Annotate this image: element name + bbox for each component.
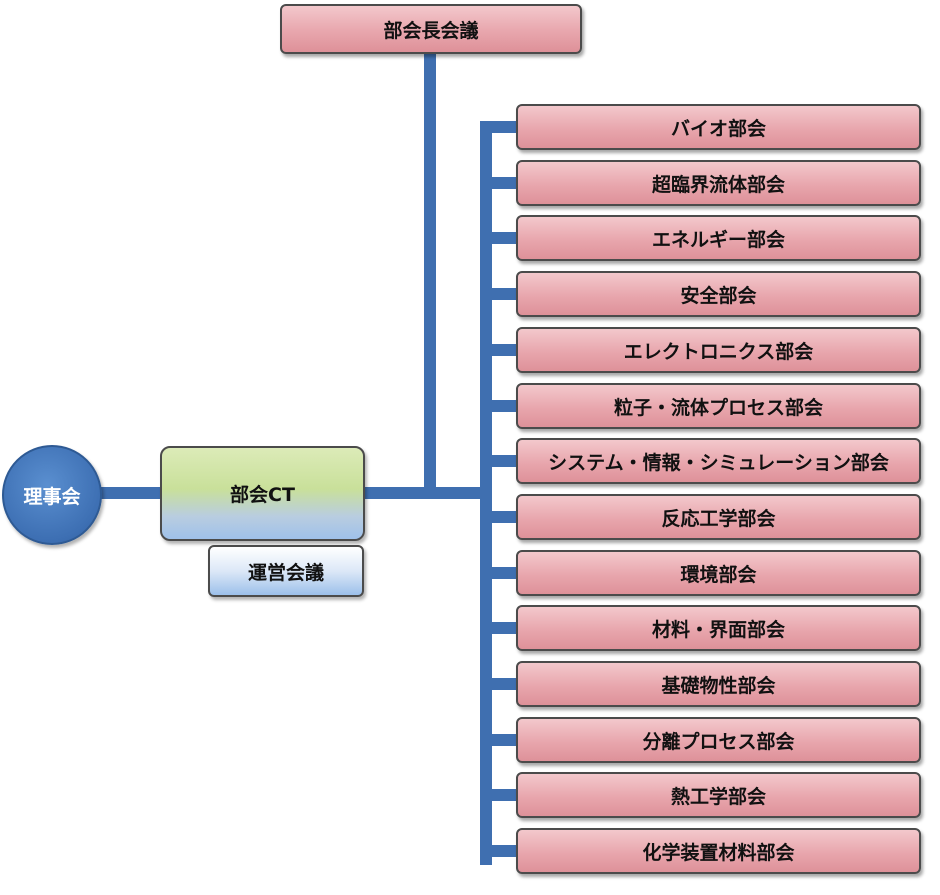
- division-label: 材料・界面部会: [651, 618, 785, 641]
- division-branch: [480, 400, 520, 412]
- division-label: システム・情報・シミュレーション部会: [548, 451, 889, 474]
- division-box: 化学装置材料部会: [516, 828, 921, 874]
- division-label: エレクトロニクス部会: [623, 340, 814, 363]
- operations-meeting-label: 運営会議: [247, 561, 324, 584]
- division-label: 環境部会: [680, 563, 757, 586]
- division-branch: [480, 567, 520, 579]
- division-ct-label: 部会CT: [230, 484, 295, 506]
- division-branch: [480, 678, 520, 690]
- chairs-meeting-label: 部会長会議: [383, 19, 479, 42]
- division-box: 反応工学部会: [516, 494, 921, 540]
- division-branch: [480, 121, 520, 133]
- connector-chairs-vertical: [424, 50, 436, 493]
- division-label: バイオ部会: [670, 117, 766, 140]
- division-box: システム・情報・シミュレーション部会: [516, 438, 921, 484]
- division-label: 安全部会: [680, 284, 757, 307]
- division-branch: [480, 455, 520, 467]
- division-box: 粒子・流体プロセス部会: [516, 383, 921, 429]
- division-box: 分離プロセス部会: [516, 717, 921, 763]
- division-ct-box: 部会CT: [160, 446, 365, 541]
- division-box: 熱工学部会: [516, 772, 921, 818]
- division-label: 反応工学部会: [661, 507, 776, 530]
- division-box: 超臨界流体部会: [516, 160, 921, 206]
- division-label: 分離プロセス部会: [642, 730, 795, 753]
- division-branch: [480, 622, 520, 634]
- division-branch: [480, 288, 520, 300]
- division-label: 熱工学部会: [670, 785, 766, 808]
- division-box: 環境部会: [516, 550, 921, 596]
- connector-council-to-ct: [100, 487, 162, 499]
- division-branch: [480, 511, 520, 523]
- division-label: エネルギー部会: [651, 228, 785, 251]
- division-label: 超臨界流体部会: [651, 173, 785, 196]
- division-branch: [480, 177, 520, 189]
- division-label: 粒子・流体プロセス部会: [613, 396, 823, 419]
- operations-meeting-box: 運営会議: [208, 545, 364, 597]
- division-box: 材料・界面部会: [516, 605, 921, 651]
- division-branch: [480, 344, 520, 356]
- division-box: バイオ部会: [516, 104, 921, 150]
- division-box: エネルギー部会: [516, 215, 921, 261]
- division-label: 化学装置材料部会: [642, 841, 795, 864]
- council-node: 理事会: [2, 445, 102, 545]
- division-branch: [480, 789, 520, 801]
- division-branch: [480, 734, 520, 746]
- division-branch: [480, 845, 520, 857]
- connector-ct-to-trunk: [364, 487, 492, 499]
- division-box: 基礎物性部会: [516, 661, 921, 707]
- chairs-meeting-box: 部会長会議: [280, 4, 582, 54]
- division-label: 基礎物性部会: [661, 674, 776, 697]
- council-label: 理事会: [23, 485, 81, 508]
- division-branch: [480, 232, 520, 244]
- division-box: エレクトロニクス部会: [516, 327, 921, 373]
- division-box: 安全部会: [516, 271, 921, 317]
